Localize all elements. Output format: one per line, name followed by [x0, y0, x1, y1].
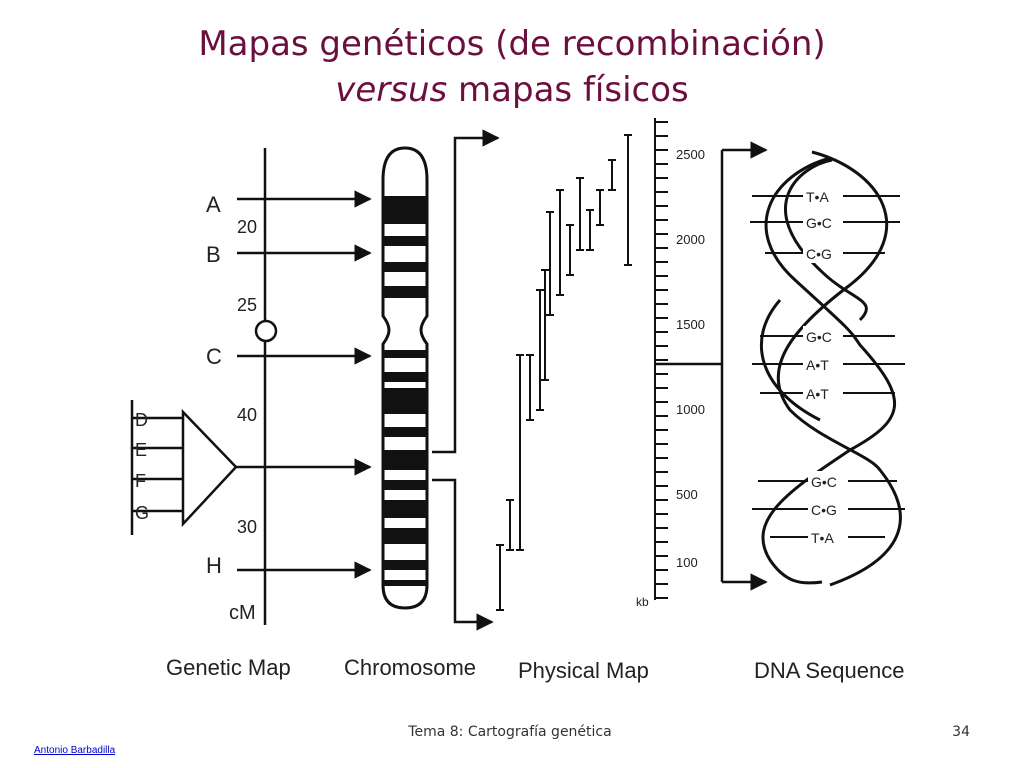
base-pair-4: G•C	[806, 329, 832, 345]
slide-number: 34	[952, 724, 970, 740]
locus-label-a: A	[206, 192, 221, 217]
title-rest: mapas físicos	[447, 70, 689, 110]
base-pair-2: G•C	[806, 215, 832, 231]
distance-label-1: 20	[237, 217, 257, 237]
caption-dna-sequence: DNA Sequence	[754, 658, 904, 683]
scale-tick-1000: 1000	[676, 402, 705, 417]
physical-map-contigs	[496, 134, 632, 611]
genetic-map	[130, 148, 372, 625]
locus-label-e: E	[135, 440, 147, 460]
distance-label-2: 25	[237, 295, 257, 315]
base-pair-3: C•G	[806, 246, 832, 262]
scale-tick-500: 500	[676, 487, 698, 502]
base-pair-labels	[803, 186, 848, 547]
scale-tick-2000: 2000	[676, 232, 705, 247]
cm-unit-label: cM	[229, 602, 256, 624]
scale-tick-2500: 2500	[676, 147, 705, 162]
distance-label-4: 30	[237, 517, 257, 537]
locus-label-d: D	[135, 410, 148, 430]
caption-genetic-map: Genetic Map	[166, 655, 291, 680]
scale-tick-100: 100	[676, 555, 698, 570]
author-link[interactable]: Antonio Barbadilla	[34, 745, 116, 756]
chromosome-drawing	[381, 129, 500, 631]
distance-label-3: 40	[237, 405, 257, 425]
base-pair-6: A•T	[806, 386, 829, 402]
locus-label-h: H	[206, 553, 222, 578]
scale-tick-1500: 1500	[676, 317, 705, 332]
dna-bracket	[655, 141, 768, 591]
slide-title-line2: versus mapas físicos	[0, 69, 1024, 111]
base-pair-1: T•A	[806, 189, 829, 205]
physical-map-scale	[654, 118, 668, 600]
base-pair-9: T•A	[811, 530, 834, 546]
locus-label-c: C	[206, 344, 222, 369]
base-pair-8: C•G	[811, 502, 837, 518]
footer-topic: Tema 8: Cartografía genética	[408, 724, 612, 740]
base-pair-5: A•T	[806, 357, 829, 373]
locus-label-f: F	[135, 471, 146, 491]
locus-label-b: B	[206, 242, 221, 267]
base-pair-7: G•C	[811, 474, 837, 490]
title-italic-versus: versus	[335, 70, 448, 110]
scale-unit-kb: kb	[636, 595, 649, 609]
centromere-circle	[254, 319, 278, 343]
locus-label-g: G	[135, 503, 149, 523]
slide-title-line1: Mapas genéticos (de recombinación)	[198, 24, 826, 64]
caption-physical-map: Physical Map	[518, 658, 649, 683]
caption-chromosome: Chromosome	[344, 655, 476, 680]
